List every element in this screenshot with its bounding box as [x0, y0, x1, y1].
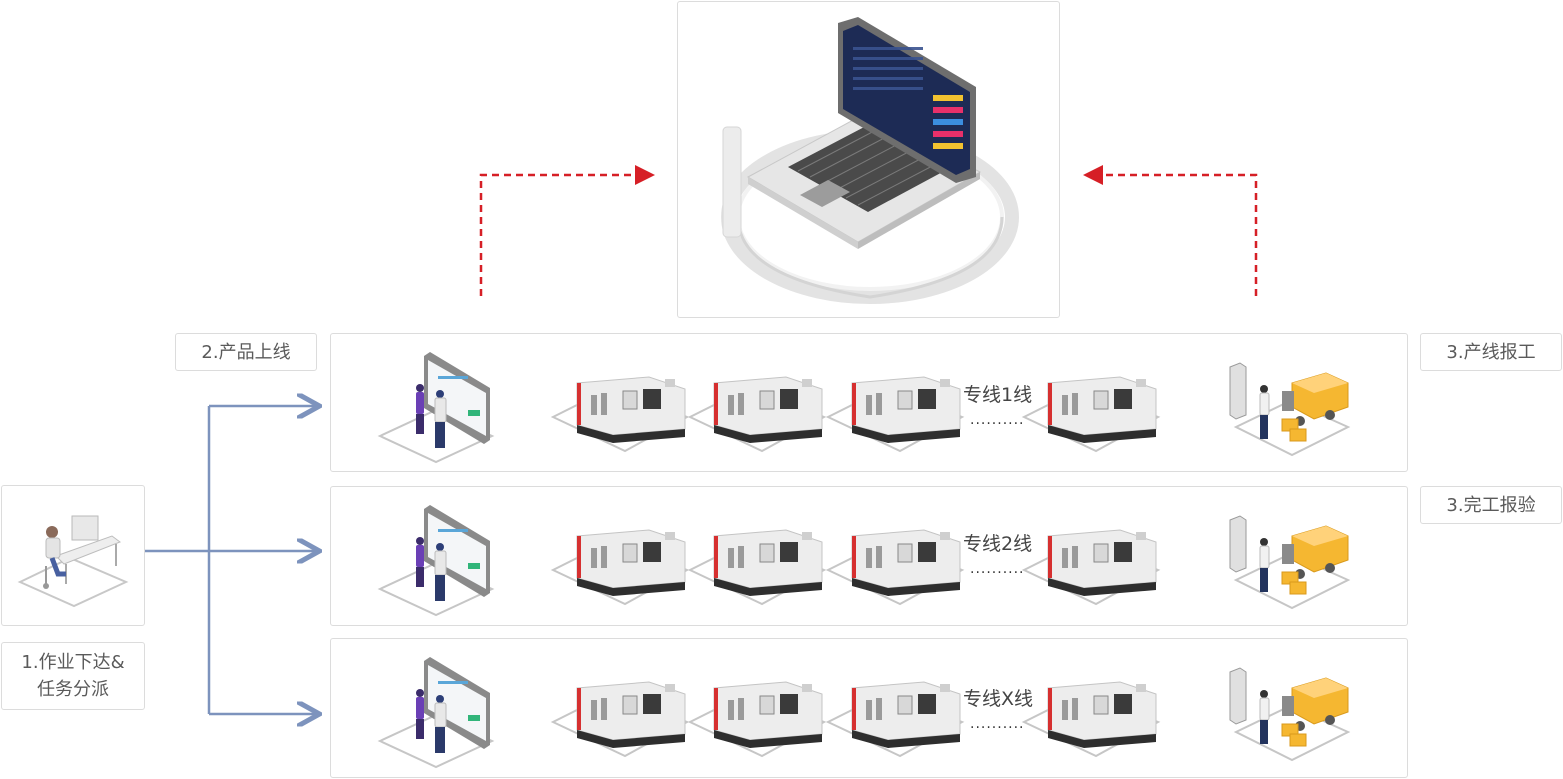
production-line-row-1 — [330, 333, 1408, 472]
line-dots-1: .......... — [970, 412, 1025, 428]
online-feedback-arrow — [479, 165, 655, 296]
dispatch-label: 1.作业下达& 任务分派 — [1, 642, 145, 710]
desk-worker-icon — [17, 515, 129, 608]
dispatch-text: 1.作业下达& 任务分派 — [21, 652, 125, 700]
completion-inspection-label: 3.完工报验 — [1420, 486, 1562, 524]
line-dots-x: .......... — [970, 716, 1025, 732]
line-dots-2: .......... — [970, 561, 1025, 577]
report-feedback-arrow — [1083, 165, 1258, 296]
production-line-row-2 — [330, 486, 1408, 626]
central-system-box — [677, 1, 1060, 318]
product-online-label: 2.产品上线 — [175, 333, 317, 371]
dispatcher-box — [1, 485, 145, 626]
line-report-text: 3.产线报工 — [1446, 341, 1536, 363]
product-online-text: 2.产品上线 — [201, 341, 291, 363]
line-name-1: 专线1线 — [963, 384, 1033, 406]
laptop-dashboard-icon — [721, 17, 1019, 304]
line-name-2: 专线2线 — [963, 533, 1033, 555]
line-name-x: 专线X线 — [963, 688, 1034, 710]
production-line-row-x — [330, 638, 1408, 778]
line-report-label: 3.产线报工 — [1420, 333, 1562, 371]
dispatch-connectors — [145, 406, 317, 714]
completion-inspection-text: 3.完工报验 — [1446, 494, 1536, 516]
